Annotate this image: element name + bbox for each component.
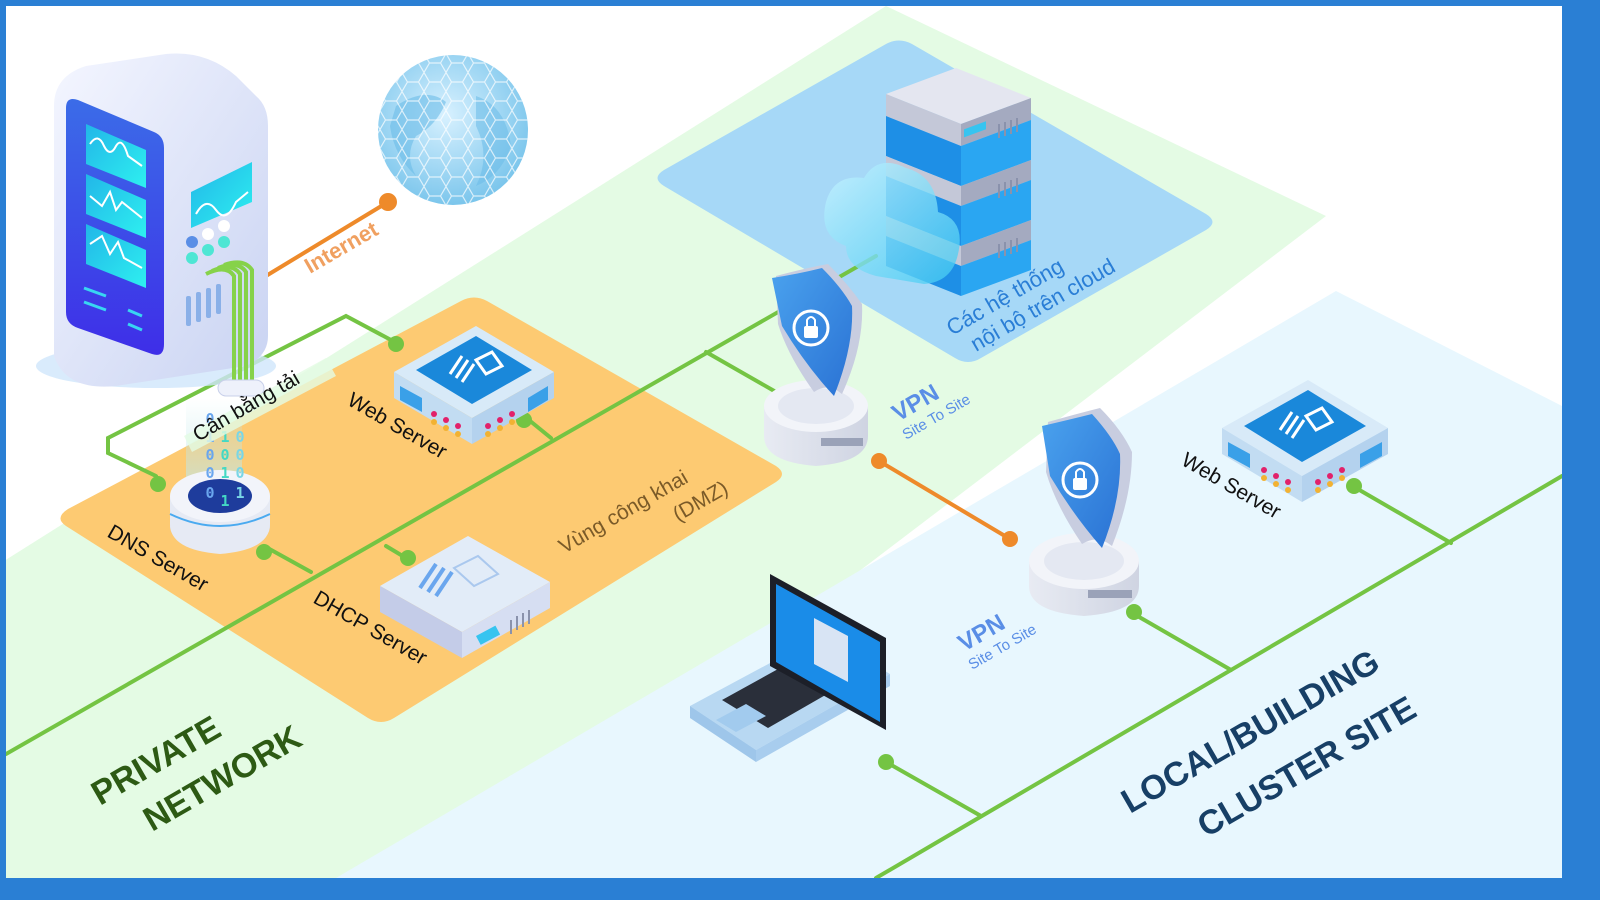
load-balancer-connector-icon: [217, 379, 265, 397]
svg-text:0: 0: [235, 464, 244, 482]
laptop-icon: [690, 574, 890, 762]
vpn-cloud-branch-link: [704, 350, 778, 394]
internet-link: [254, 193, 397, 284]
svg-text:1: 1: [220, 492, 229, 510]
web-server-dmz-icon: [394, 326, 554, 444]
laptop-link: [884, 760, 983, 818]
svg-text:0: 0: [205, 484, 214, 502]
link-node-dot: [1346, 478, 1362, 494]
link-endpoints: [150, 336, 1362, 770]
dmz-zone: [60, 297, 782, 722]
link-node-dot: [256, 544, 272, 560]
network-diagram: 0 110 000 010 011 Internet: [6, 6, 1562, 878]
load-balancer-cables-icon: [205, 260, 254, 388]
dns-loop-link: [106, 313, 393, 478]
link-node-dot: [400, 550, 416, 566]
web-server-local-icon: [1222, 380, 1388, 502]
cloud-server-rack-icon: [824, 68, 1031, 296]
svg-text:0: 0: [205, 464, 214, 482]
vpn-local-shield-icon: [1029, 408, 1139, 616]
private-backbone-link: [6, 254, 878, 756]
dns-to-backbone-link: [262, 544, 313, 574]
svg-text:1: 1: [220, 464, 229, 482]
link-node-dot: [388, 336, 404, 352]
internet-globe-icon: [378, 55, 528, 205]
vpn-cloud-shield-icon: [764, 264, 868, 466]
link-node-dot: [1126, 604, 1142, 620]
vpn-tunnel-link: [871, 453, 1018, 547]
web-local-link: [1354, 486, 1453, 545]
link-node-dot: [150, 476, 166, 492]
cloud-icon: [824, 162, 960, 284]
network-links: [6, 254, 1562, 878]
svg-text:1: 1: [235, 484, 244, 502]
svg-text:0: 0: [235, 446, 244, 464]
dns-binary-digit: 0: [205, 410, 214, 428]
svg-text:0: 0: [235, 428, 244, 446]
svg-text:0: 0: [220, 446, 229, 464]
dhcp-server-icon: [380, 536, 550, 658]
main-server-tower-icon: [36, 53, 276, 388]
svg-text:1: 1: [220, 428, 229, 446]
svg-text:0: 0: [205, 446, 214, 464]
vpn-local-link: [1132, 612, 1233, 672]
diagram-frame: 0 110 000 010 011 Internet: [6, 6, 1562, 878]
link-node-dot: [878, 754, 894, 770]
